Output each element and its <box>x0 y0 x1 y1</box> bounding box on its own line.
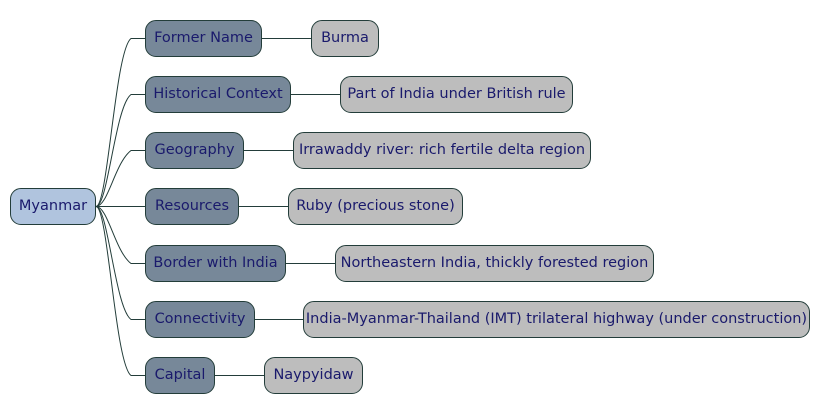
topic-node-border-with-india: Border with India <box>145 245 286 282</box>
detail-node-burma: Burma <box>311 20 379 57</box>
detail-node-irrawaddy: Irrawaddy river: rich fertile delta regi… <box>293 132 591 169</box>
branch-connector <box>95 206 145 320</box>
detail-node-naypyidaw: Naypyidaw <box>264 357 363 394</box>
topic-node-capital: Capital <box>145 357 215 394</box>
branch-connector <box>95 150 145 207</box>
root-node: Myanmar <box>10 188 96 225</box>
topic-label: Former Name <box>154 30 253 46</box>
branch-connector <box>95 206 145 376</box>
topic-label: Geography <box>154 142 235 158</box>
detail-node-northeastern-india: Northeastern India, thickly forested reg… <box>335 245 654 282</box>
branch-connector <box>95 206 145 264</box>
topic-node-former-name: Former Name <box>145 20 262 57</box>
topic-node-resources: Resources <box>145 188 239 225</box>
detail-label: Part of India under British rule <box>347 86 566 102</box>
detail-label: Ruby (precious stone) <box>296 198 455 214</box>
detail-label: Naypyidaw <box>273 367 354 383</box>
topic-label: Historical Context <box>153 86 283 102</box>
topic-label: Connectivity <box>154 311 246 327</box>
detail-label: India-Myanmar-Thailand (IMT) trilateral … <box>305 311 808 327</box>
root-node-label: Myanmar <box>18 198 88 214</box>
topic-node-geography: Geography <box>145 132 244 169</box>
detail-label: Burma <box>321 30 369 46</box>
detail-node-imt-highway: India-Myanmar-Thailand (IMT) trilateral … <box>303 301 810 338</box>
topic-label: Resources <box>154 198 230 214</box>
topic-label: Border with India <box>153 255 278 271</box>
detail-label: Irrawaddy river: rich fertile delta regi… <box>298 142 586 158</box>
branch-connector <box>95 38 145 207</box>
detail-label: Northeastern India, thickly forested reg… <box>340 255 649 271</box>
topic-node-historical-context: Historical Context <box>145 76 291 113</box>
detail-node-ruby: Ruby (precious stone) <box>288 188 463 225</box>
detail-node-british-rule: Part of India under British rule <box>340 76 573 113</box>
branch-connector <box>95 94 145 207</box>
topic-label: Capital <box>154 367 206 383</box>
topic-node-connectivity: Connectivity <box>145 301 255 338</box>
